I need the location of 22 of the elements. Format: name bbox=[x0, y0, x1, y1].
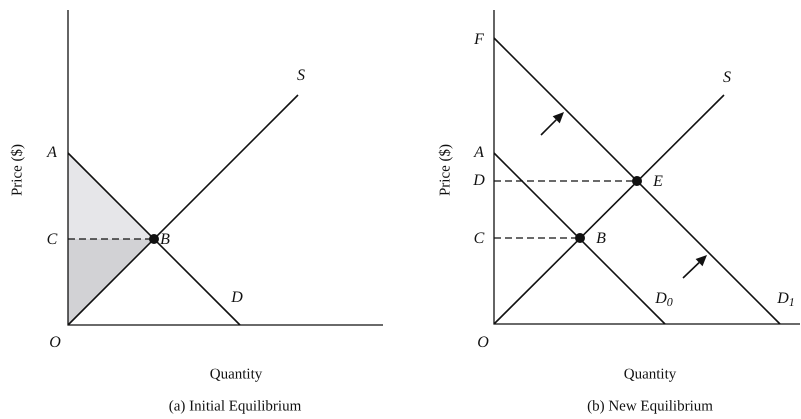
axis-title: Quantity bbox=[210, 368, 262, 382]
axis-title: Price ($) bbox=[10, 144, 26, 196]
point-label: F bbox=[474, 32, 484, 48]
point-label: C bbox=[46, 232, 58, 248]
point-label: B bbox=[596, 231, 606, 247]
point-label: A bbox=[474, 145, 484, 161]
point-label: O bbox=[49, 335, 61, 351]
point-label: S bbox=[297, 68, 305, 84]
point-label: S bbox=[723, 70, 731, 86]
point-label: C bbox=[474, 231, 484, 247]
point-label: D$_{0}$ bbox=[655, 291, 673, 307]
axis-title: Price ($) bbox=[438, 144, 454, 196]
point-label: A bbox=[47, 145, 57, 161]
point-label: D$_{1}$ bbox=[777, 291, 795, 307]
point-label: D bbox=[231, 290, 243, 306]
panel-caption: (a) Initial Equilibrium bbox=[168, 400, 302, 414]
point-label: B bbox=[160, 232, 170, 248]
axis-title: Quantity bbox=[624, 368, 676, 382]
point-label: D bbox=[473, 173, 485, 189]
point-label: O bbox=[477, 335, 489, 351]
panel-caption: (b) New Equilibrium bbox=[587, 400, 713, 414]
point-label: E bbox=[653, 174, 663, 190]
